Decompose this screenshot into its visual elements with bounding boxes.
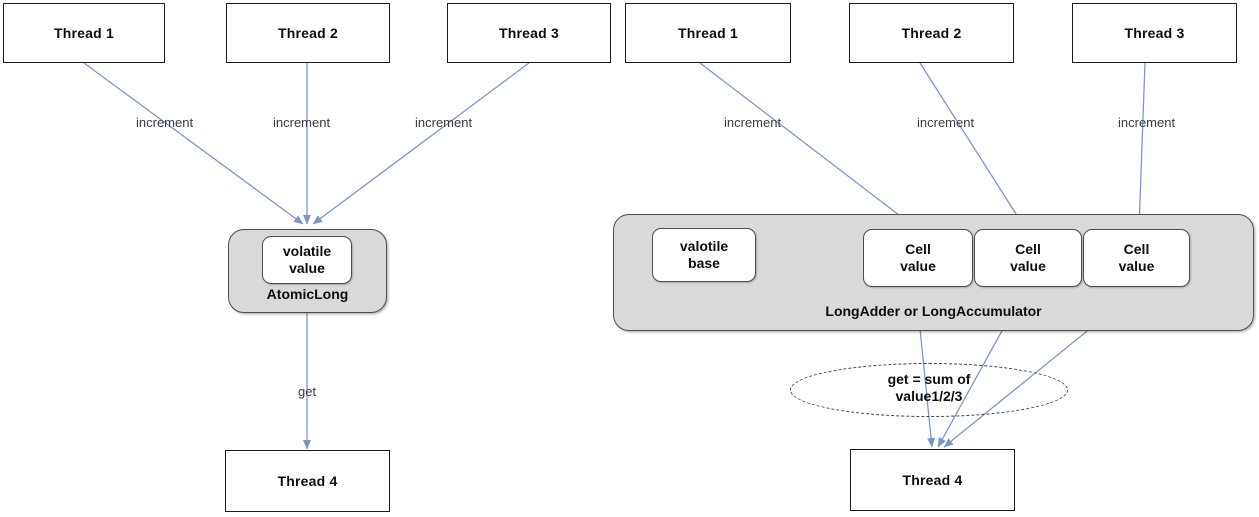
- cell-1-line2: value: [900, 258, 936, 274]
- edge-right-thread3-to-cell3: [1135, 62, 1146, 229]
- right-thread-3-box[interactable]: Thread 3: [1072, 3, 1237, 63]
- right-thread-3-label: Thread 3: [1124, 25, 1185, 41]
- left-increment-label-2: increment: [273, 115, 331, 130]
- right-thread-2-label: Thread 2: [901, 25, 962, 41]
- right-increment-label-2: increment: [917, 115, 975, 130]
- right-thread-4-box[interactable]: Thread 4: [850, 449, 1015, 511]
- edge-left-thread3-to-atomic: [312, 62, 530, 225]
- cell-3-line2: value: [1118, 258, 1155, 274]
- left-thread-4-label: Thread 4: [277, 473, 338, 489]
- left-thread-3-box[interactable]: Thread 3: [447, 3, 611, 63]
- cell-3-line1: Cell: [1123, 240, 1150, 257]
- cell-2-line1: Cell: [1015, 240, 1041, 257]
- long-adder-cell-1-box[interactable]: Cell value: [863, 229, 973, 287]
- edge-right-thread2-to-cell2: [919, 62, 1026, 229]
- atomic-volatile-line2: value: [289, 260, 325, 276]
- left-get-label: get: [298, 384, 317, 399]
- left-thread-4-box[interactable]: Thread 4: [225, 450, 390, 512]
- cell-2-line2: value: [1010, 258, 1046, 274]
- left-thread-1-box[interactable]: Thread 1: [3, 3, 165, 63]
- left-thread-1-label: Thread 1: [54, 25, 114, 41]
- atomic-volatile-line1: volatile: [282, 242, 332, 259]
- right-thread-1-label: Thread 1: [678, 25, 738, 41]
- right-thread-1-box[interactable]: Thread 1: [625, 3, 791, 63]
- long-adder-base-box[interactable]: valotile base: [652, 228, 756, 282]
- right-thread-2-box[interactable]: Thread 2: [849, 3, 1014, 63]
- left-thread-2-label: Thread 2: [278, 25, 338, 41]
- edge-right-thread1-to-cell1: [699, 62, 917, 229]
- left-increment-label-3: increment: [415, 115, 473, 130]
- base-line2: base: [688, 255, 720, 271]
- note-line2: value1/2/3: [895, 388, 963, 404]
- left-thread-2-box[interactable]: Thread 2: [226, 3, 390, 63]
- long-adder-cell-3-box[interactable]: Cell value: [1083, 229, 1190, 287]
- left-thread-3-label: Thread 3: [499, 25, 559, 41]
- edge-left-thread1-to-atomic: [83, 62, 304, 225]
- atomic-long-group-label: AtomicLong: [266, 286, 349, 302]
- cell-1-line1: Cell: [905, 240, 931, 257]
- long-adder-group-label: LongAdder or LongAccumulator: [825, 303, 1042, 319]
- atomic-long-volatile-value-box[interactable]: volatile value: [262, 236, 352, 284]
- right-increment-label-3: increment: [1118, 115, 1176, 130]
- base-line1: valotile: [679, 237, 729, 254]
- left-increment-label-1: increment: [136, 115, 194, 130]
- right-thread-4-label: Thread 4: [902, 472, 963, 488]
- right-increment-label-1: increment: [724, 115, 782, 130]
- get-sum-note-ellipse: get = sum of value1/2/3: [790, 363, 1068, 417]
- note-line1: get = sum of: [887, 370, 971, 387]
- long-adder-cell-2-box[interactable]: Cell value: [974, 229, 1082, 287]
